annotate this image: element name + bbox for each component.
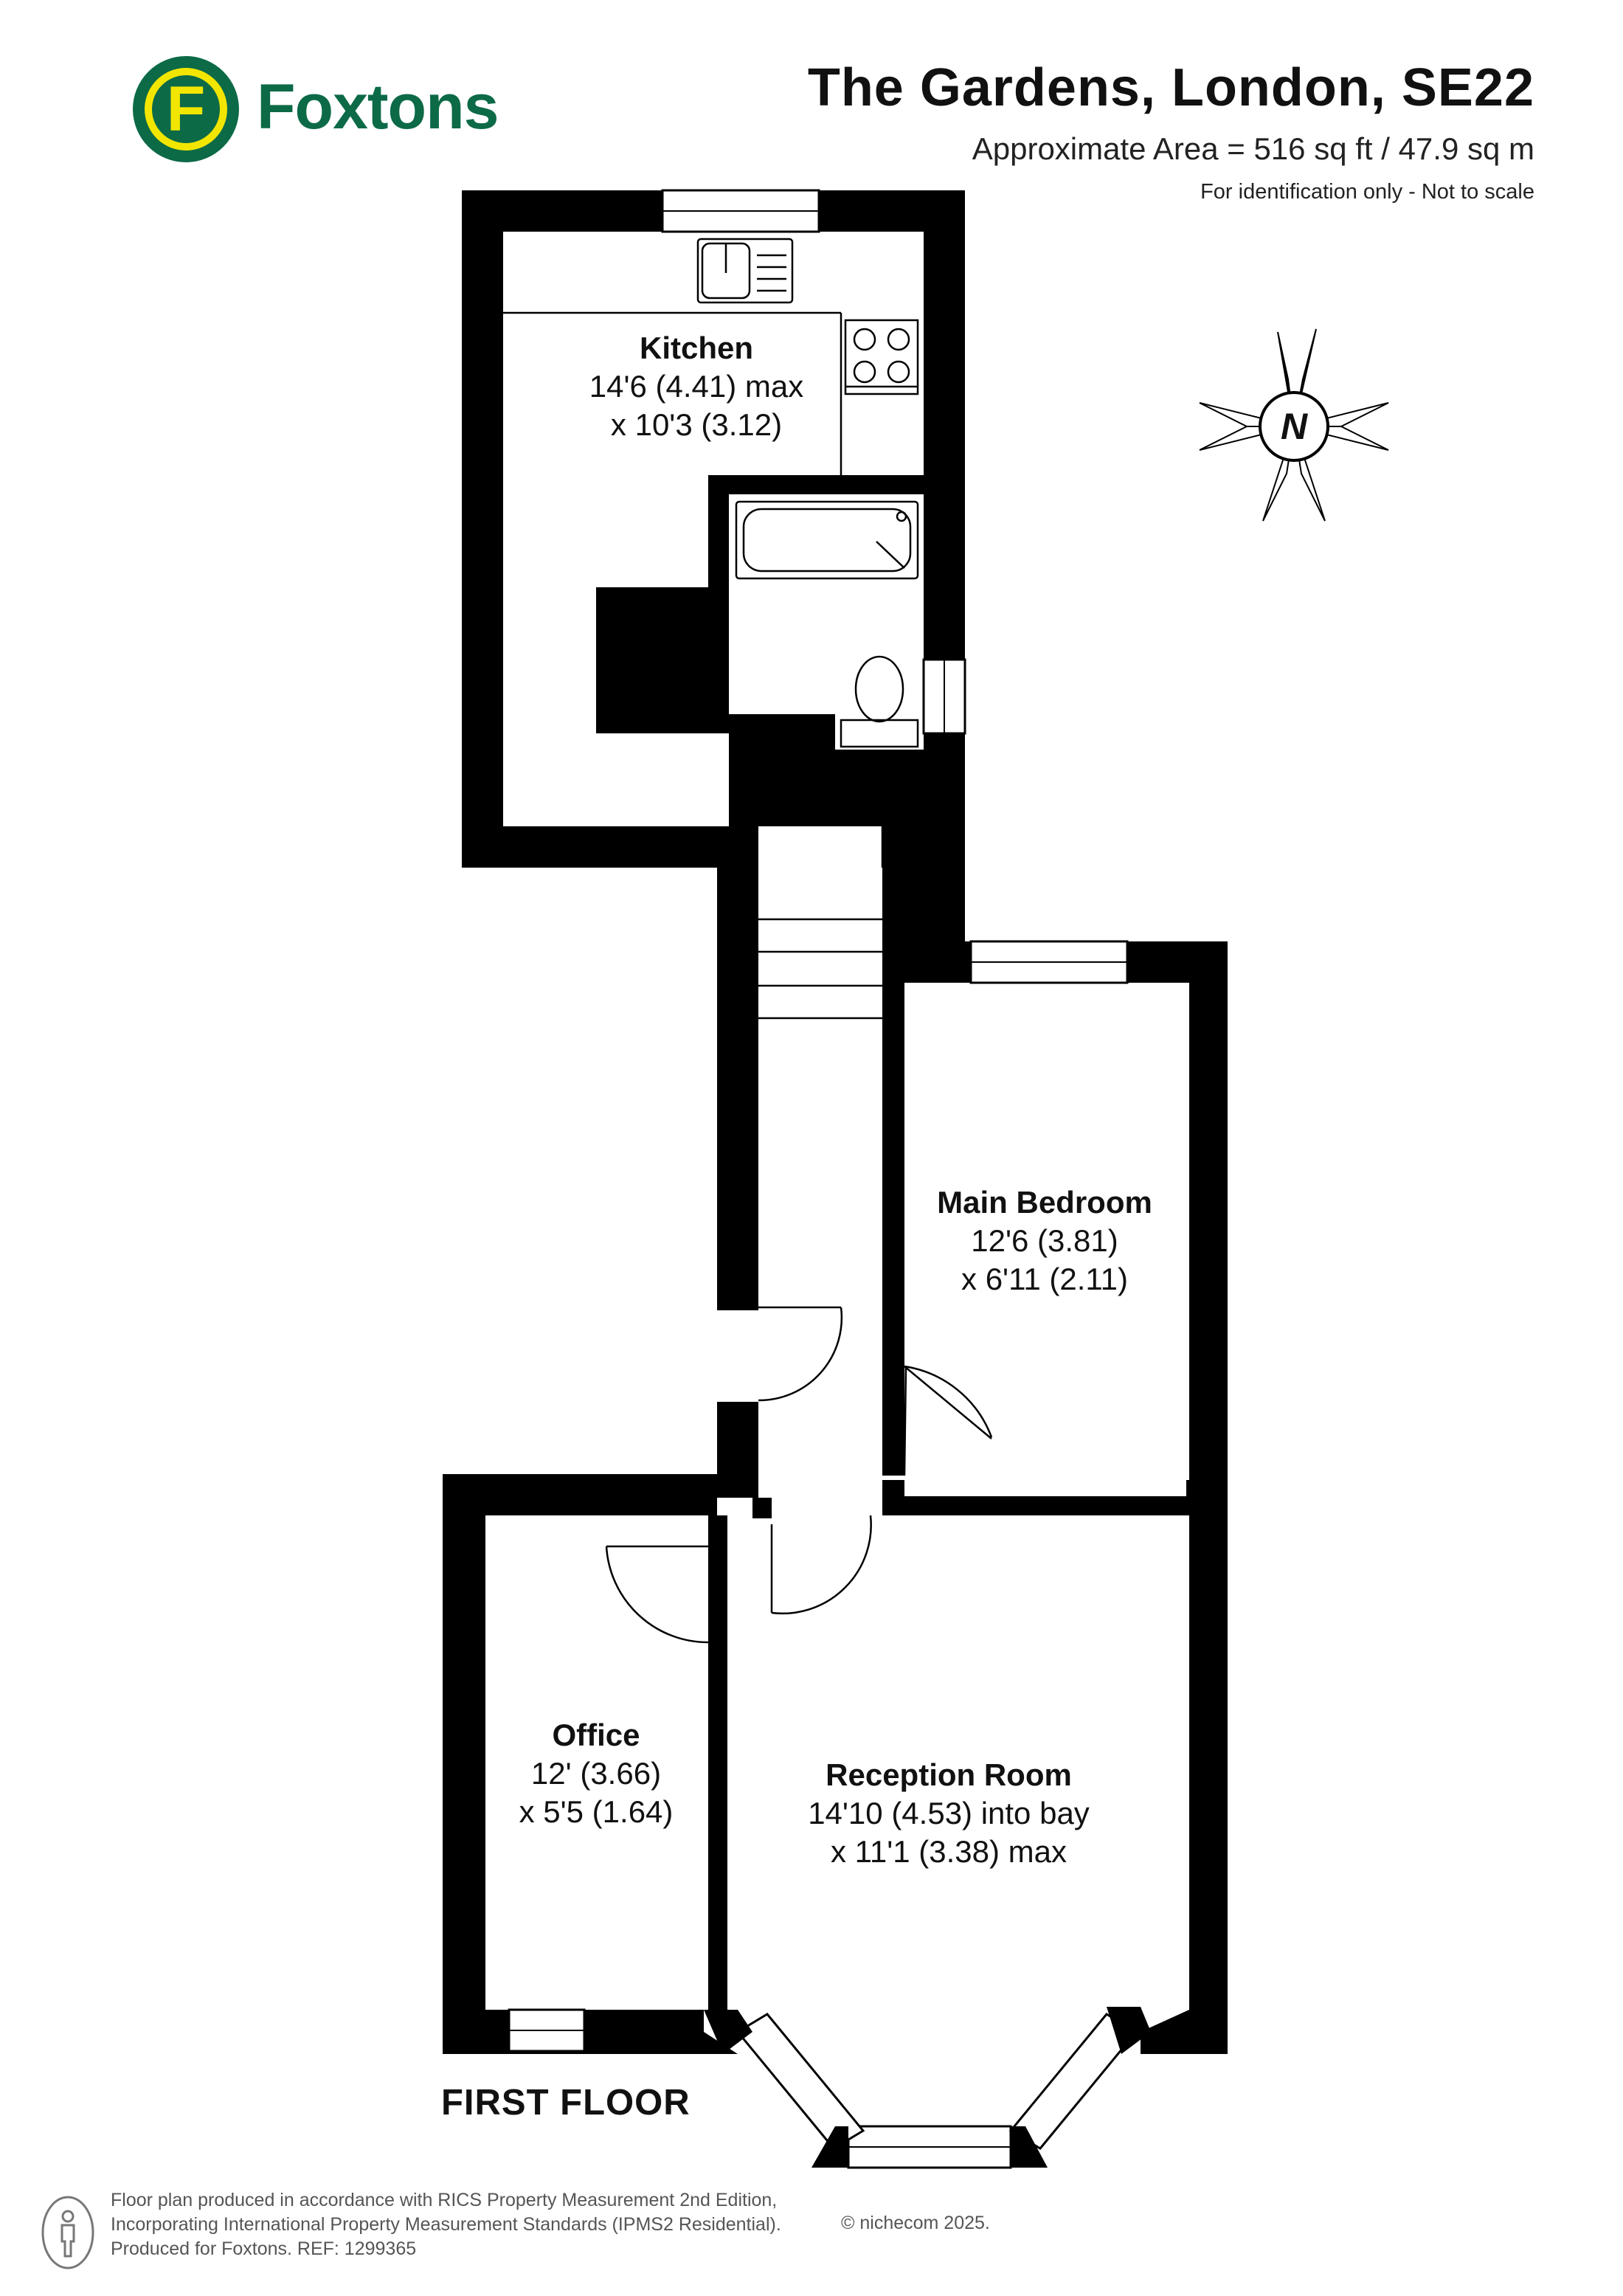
kitchen-floor (503, 232, 924, 826)
toilet-bowl-icon (854, 655, 904, 723)
brand-name: Foxtons (257, 72, 499, 142)
kitchen-fittings (503, 238, 919, 475)
footer-text: Floor plan produced in accordance with R… (111, 2188, 781, 2261)
office-door (605, 1545, 709, 1644)
room-dimension: x 11'1 (3.38) max (830, 1834, 1067, 1869)
room-name: Reception Room (826, 1757, 1072, 1792)
bath-icon (735, 500, 919, 580)
kitchen-wall (462, 190, 1228, 2054)
lower-wall (443, 1402, 758, 2054)
property-title: The Gardens, London, SE22 (807, 58, 1534, 117)
reception-door (770, 1515, 872, 1615)
hall-floor (758, 826, 882, 1483)
hob-icon (844, 319, 919, 395)
room-dimension: x 5'5 (1.64) (519, 1794, 674, 1829)
room-dimension: 14'6 (4.41) max (589, 369, 804, 404)
approximate-area: Approximate Area = 516 sq ft / 47.9 sq m (972, 131, 1534, 166)
room-label-main-bedroom: Main Bedroom 12'6 (3.81) x 6'11 (2.11) (937, 1183, 1152, 1299)
room-name: Kitchen (639, 331, 753, 365)
kitchen-door (631, 618, 727, 733)
windows (508, 189, 1138, 2169)
room-dimension: 14'10 (4.53) into bay (808, 1796, 1090, 1830)
room-dimension: 12' (3.66) (530, 1756, 662, 1791)
office-reception-divider (708, 1515, 727, 1641)
bathroom-walls (596, 475, 924, 773)
bedroom-floor (904, 983, 1186, 1496)
reception-floor (729, 1518, 1186, 2126)
doors (605, 618, 993, 1644)
footer-line: Incorporating International Property Mea… (111, 2214, 781, 2235)
hall-door (758, 1306, 843, 1402)
divider-lower (708, 1641, 727, 2010)
scale-note: For identification only - Not to scale (1200, 180, 1534, 204)
room-dimension: x 10'3 (3.12) (610, 407, 783, 442)
stairs (758, 773, 884, 1020)
toilet-cistern-icon (840, 719, 919, 748)
room-dimension: x 6'11 (2.11) (961, 1262, 1128, 1296)
bay-window-left (736, 2013, 865, 2150)
kitchen-hall-link (633, 733, 729, 826)
bathroom-fittings (735, 500, 919, 748)
room-label-reception-room: Reception Room 14'10 (4.53) into bay x 1… (808, 1756, 1090, 1871)
foxtons-logo (133, 56, 239, 162)
walls (443, 190, 1228, 2054)
bathroom-floor (729, 494, 924, 750)
sink-icon (696, 238, 794, 304)
room-name: Main Bedroom (937, 1185, 1152, 1220)
compass-icon (1199, 328, 1389, 522)
compass-north-label: N (1280, 406, 1308, 447)
footer-line: Produced for Foxtons. REF: 1299365 (111, 2238, 417, 2259)
room-interiors (485, 232, 1186, 2126)
office-floor (485, 1518, 707, 2010)
footer-line: Floor plan produced in accordance with R… (111, 2190, 778, 2210)
person-icon (41, 2196, 94, 2269)
bay-posts (704, 2007, 1151, 2168)
room-label-office: Office 12' (3.66) x 5'5 (1.64) (519, 1716, 674, 1831)
bedroom-door (904, 1365, 993, 1439)
logo-letter: F (166, 74, 206, 145)
floor-label: FIRST FLOOR (441, 2083, 691, 2123)
copyright: © nichecom 2025. (841, 2213, 990, 2233)
room-dimension: 12'6 (3.81) (971, 1223, 1118, 1258)
room-label-kitchen: Kitchen 14'6 (4.41) max x 10'3 (3.12) (589, 329, 804, 444)
room-name: Office (552, 1718, 640, 1752)
